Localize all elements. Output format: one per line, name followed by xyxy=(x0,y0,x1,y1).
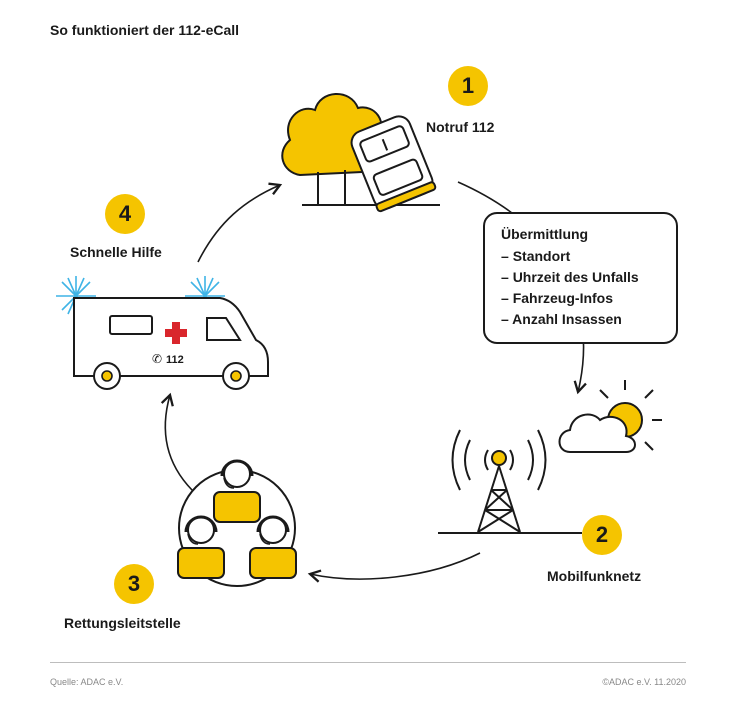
footer-source: Quelle: ADAC e.V. xyxy=(50,677,124,687)
red-cross-icon xyxy=(165,322,187,344)
page-title: So funktioniert der 112-eCall xyxy=(50,22,240,38)
step-1-label: Notruf 112 xyxy=(426,119,495,135)
footer-divider xyxy=(50,662,686,663)
arrow-2-to-3 xyxy=(307,552,481,583)
arrow-4-to-1 xyxy=(197,182,283,263)
ambulance-phone-number: 112 xyxy=(166,354,184,366)
crash-scene-icon xyxy=(281,93,440,213)
cell-tower-icon xyxy=(438,429,582,534)
step-4-badge: 4 xyxy=(105,194,145,234)
ambulance-icon: ✆ 112 xyxy=(56,276,269,390)
transmission-item: Uhrzeit des Unfalls xyxy=(501,267,676,288)
step-3-badge: 3 xyxy=(114,564,154,604)
arrow-3-to-4 xyxy=(160,392,193,491)
operator-icon xyxy=(213,459,261,523)
cloud-sun-icon xyxy=(558,380,662,453)
transmission-item: Fahrzeug-Infos xyxy=(501,288,676,309)
dispatch-centre-icon xyxy=(177,459,297,587)
transmission-item: Standort xyxy=(501,246,676,267)
step-4-label: Schnelle Hilfe xyxy=(70,244,162,260)
operator-icon xyxy=(177,515,225,579)
step-3-label: Rettungsleitstelle xyxy=(64,615,181,631)
footer-copyright: ©ADAC e.V. 11.2020 xyxy=(602,677,686,687)
transmission-item: Anzahl Insassen xyxy=(501,309,676,330)
transmission-heading: Übermittlung xyxy=(501,226,589,242)
phone-icon: ✆ xyxy=(152,352,162,366)
step-2-label: Mobilfunknetz xyxy=(547,568,642,584)
overturned-car-icon xyxy=(350,115,437,213)
operator-icon xyxy=(249,515,297,579)
transmission-info-box: Übermittlung Standort Uhrzeit des Unfall… xyxy=(483,212,678,344)
step-1-badge: 1 xyxy=(448,66,488,106)
transmission-list: Standort Uhrzeit des Unfalls Fahrzeug-In… xyxy=(501,246,676,330)
step-2-badge: 2 xyxy=(582,515,622,555)
